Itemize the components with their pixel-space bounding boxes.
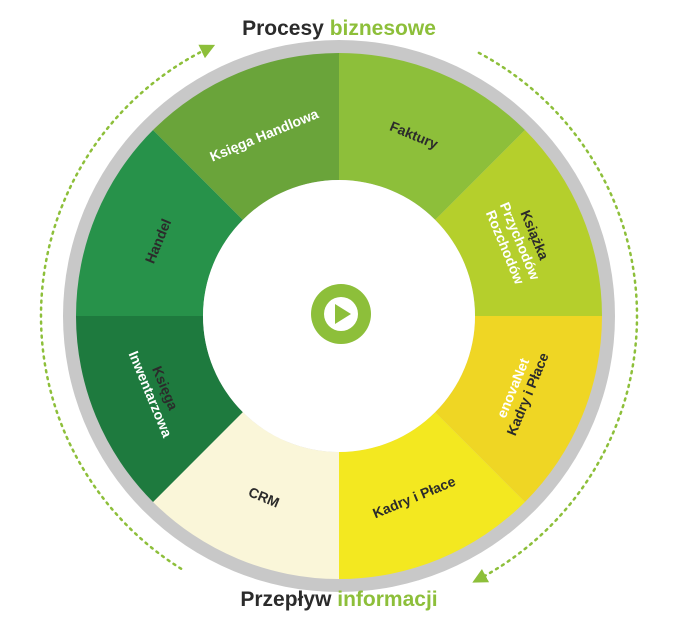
segment-crm[interactable] [153, 412, 339, 579]
dotted-arrow [472, 51, 639, 583]
dotted-arrow [39, 44, 216, 570]
segment-faktury[interactable] [339, 53, 525, 220]
top-caption: Procesy biznesowe [0, 18, 678, 39]
circular-arrow-icon [39, 44, 639, 583]
segment-ksiazka-przychodow-rozchodow[interactable] [435, 130, 602, 316]
segment-kadry-i-place[interactable] [339, 412, 525, 579]
segment-enovanet-kadry-i-place[interactable] [435, 316, 602, 502]
bottom-caption-part2: informacji [337, 588, 438, 611]
segment-handel[interactable] [76, 130, 243, 316]
bottom-caption: Przepływ informacji [0, 589, 678, 610]
bottom-caption-part1: Przepływ [240, 588, 332, 611]
top-caption-part1: Procesy [242, 17, 324, 40]
play-button[interactable] [311, 284, 371, 344]
segment-ksiega-handlowa[interactable] [153, 53, 339, 220]
segment-ksiega-inwentarzowa[interactable] [75, 316, 243, 502]
play-icon [335, 304, 351, 324]
segments-group: FakturyKsiążkaPrzychodówRozchodówenovaNe… [75, 53, 602, 579]
top-caption-part2: biznesowe [329, 17, 436, 40]
